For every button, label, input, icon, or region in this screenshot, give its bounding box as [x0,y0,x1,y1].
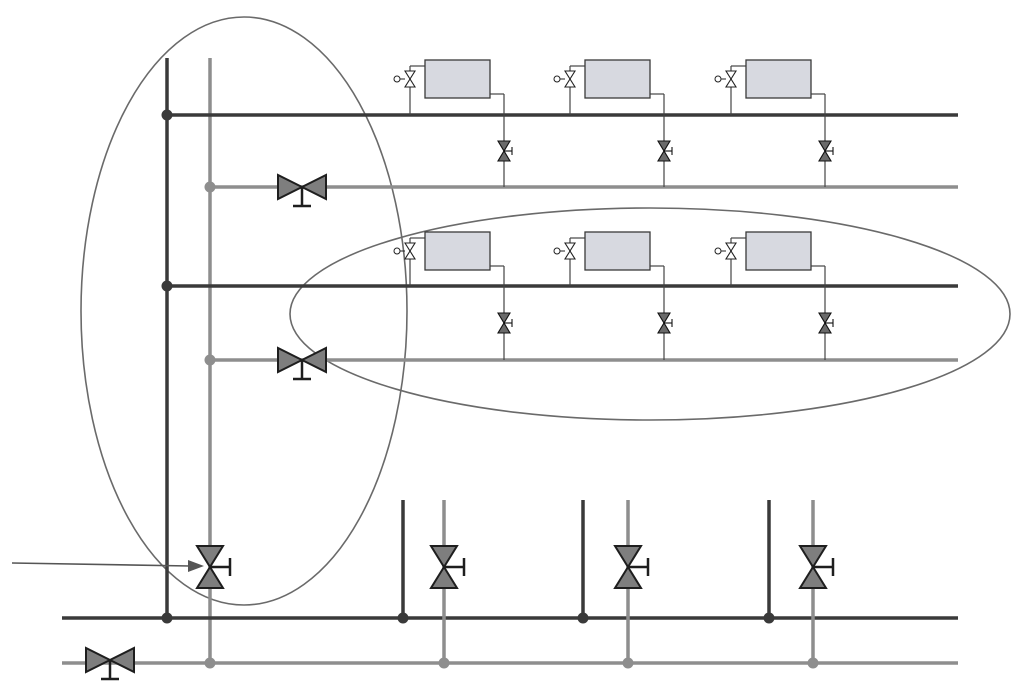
grouping-ellipses [80,16,1011,606]
lockshield-valve-icon [818,312,834,334]
junction-dot [438,657,450,669]
radiator-unit [393,59,513,187]
lockshield-valve-icon [657,312,673,334]
junction-dot [204,181,216,193]
lockshield-valve-icon [497,140,513,162]
thermostatic-valve-icon [714,70,737,88]
branch-3-balancing-valve-icon [798,545,835,589]
branch-2-balancing-valve-icon [613,545,650,589]
radiator-unit [714,59,834,187]
junction-dot [397,612,409,624]
junction-dot [161,280,173,292]
junction-dot [204,657,216,669]
pipe-junctions [161,109,819,669]
radiator-icon [424,231,491,271]
thermostatic-valve-icon [553,70,576,88]
floor-2-radiators [393,231,834,360]
main-return-balancing-valve-icon [85,646,135,681]
riser-group-ellipse [80,16,408,606]
lockshield-valve-icon [657,140,673,162]
lockshield-valve-icon [497,312,513,334]
radiator-unit [393,231,513,360]
radiator-icon [424,59,491,99]
floor-1-radiators [393,59,834,187]
junction-dot [763,612,775,624]
radiator-icon [745,59,812,99]
pointer-arrow-icon [11,560,204,572]
radiator-unit [714,231,834,360]
thermostatic-valve-icon [714,242,737,260]
junction-dot [807,657,819,669]
radiator-icon [745,231,812,271]
riser-balancing-valve-icon [195,545,232,589]
radiator-unit [553,59,673,187]
branch-1-balancing-valve-icon [429,545,466,589]
floor-branch-group-ellipse [289,207,1011,421]
radiator-icon [584,231,651,271]
thermostatic-valve-icon [553,242,576,260]
thermostatic-valve-icon [393,70,416,88]
thermostatic-valve-icon [393,242,416,260]
junction-dot [577,612,589,624]
junction-dot [161,612,173,624]
radiator-unit [553,231,673,360]
junction-dot [622,657,634,669]
junction-dot [161,109,173,121]
floor-2-balancing-valve-icon [277,346,327,381]
radiator-icon [584,59,651,99]
floor-1-balancing-valve-icon [277,173,327,208]
junction-dot [204,354,216,366]
lockshield-valve-icon [818,140,834,162]
